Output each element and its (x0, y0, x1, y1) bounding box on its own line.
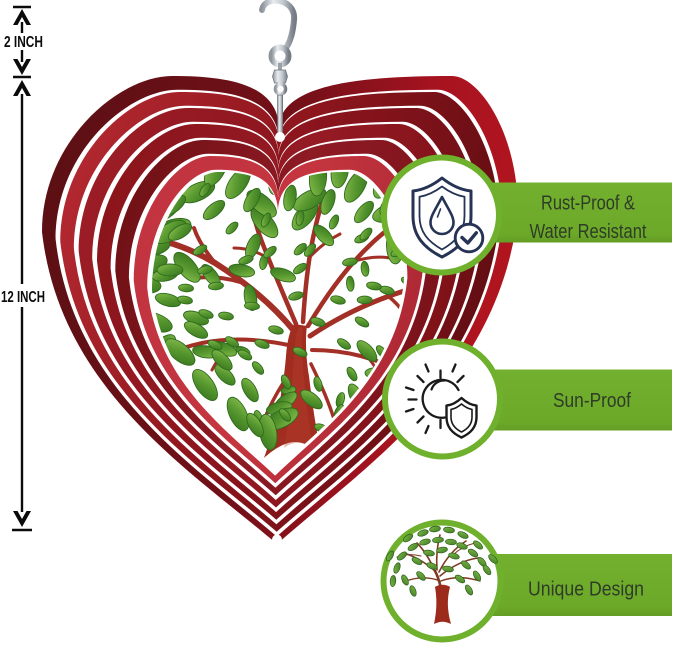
svg-text:Sun-Proof: Sun-Proof (553, 390, 631, 412)
svg-text:2 INCH: 2 INCH (4, 34, 43, 51)
svg-text:12 INCH: 12 INCH (1, 289, 45, 306)
svg-text:Rust-Proof &: Rust-Proof & (541, 193, 636, 215)
svg-text:Water Resistant: Water Resistant (530, 221, 647, 243)
svg-text:Unique Design: Unique Design (528, 579, 644, 601)
